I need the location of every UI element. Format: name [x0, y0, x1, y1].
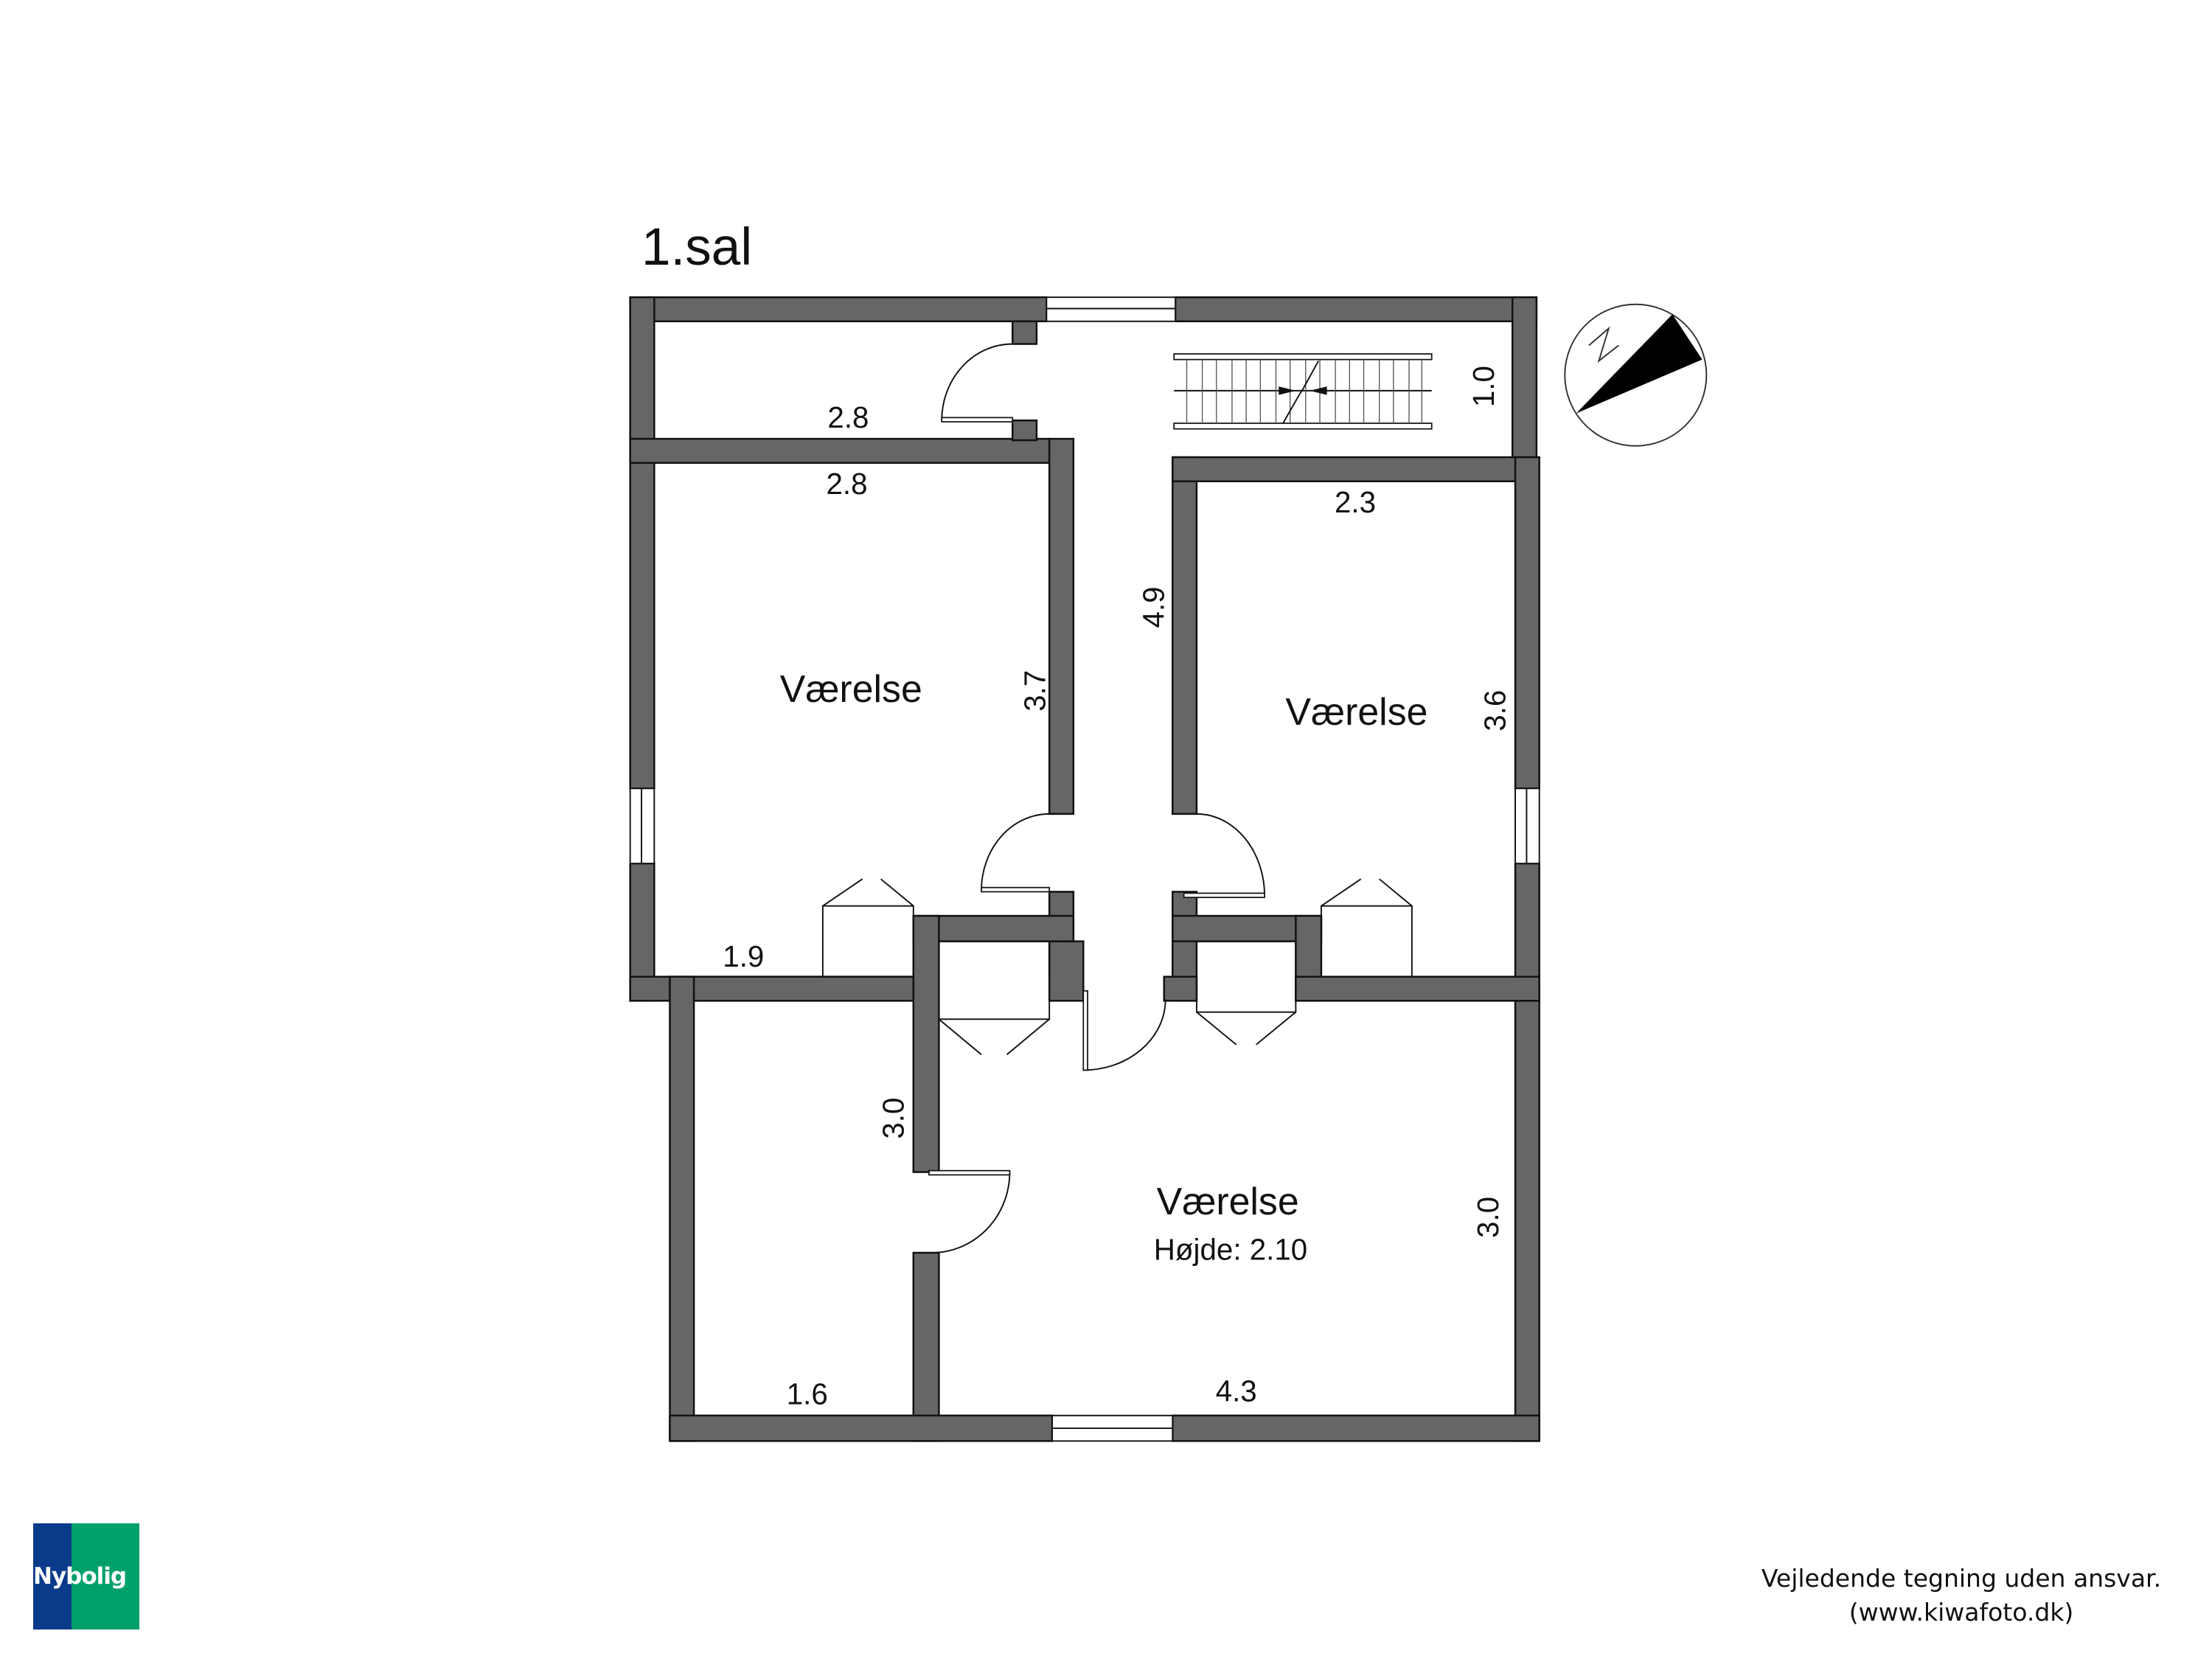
- disclaimer-line: Vejledende tegning uden ansvar.: [1761, 1564, 2162, 1593]
- dimension-label: 4.9: [1137, 587, 1171, 628]
- doors: [928, 343, 1266, 1253]
- disclaimer: Vejledende tegning uden ansvar. (www.kiw…: [1740, 1562, 2183, 1630]
- staircase: [1173, 353, 1433, 430]
- room-label: Værelse: [1157, 1180, 1299, 1222]
- room-label: Værelse: [1285, 690, 1427, 733]
- dimension-label: 3.6: [1478, 690, 1512, 731]
- logo-green-block: [72, 1523, 139, 1630]
- compass-icon: [1564, 303, 1708, 447]
- disclaimer-url: (www.kiwafoto.dk): [1848, 1598, 2074, 1627]
- dimension-label: 1.0: [1467, 366, 1500, 407]
- dimension-label: 2.8: [826, 467, 867, 501]
- logo-text: Nybolig: [33, 1563, 127, 1590]
- nybolig-logo: Nybolig: [33, 1523, 139, 1630]
- dimension-label: 2.3: [1335, 485, 1376, 519]
- walls: [629, 296, 1540, 1442]
- dimension-label: 1.6: [787, 1377, 828, 1411]
- windows: [629, 296, 1540, 1442]
- dimension-label: 3.0: [1471, 1197, 1505, 1238]
- logo-blue-block: [33, 1523, 72, 1630]
- closets: [821, 878, 1413, 1055]
- dimension-label: 1.9: [723, 939, 764, 973]
- dimension-label: 2.8: [827, 400, 869, 434]
- floor-title: 1.sal: [641, 218, 752, 276]
- room-height-label: Højde: 2.10: [1154, 1233, 1307, 1267]
- dimension-label: 3.7: [1018, 670, 1051, 712]
- dimension-label: 3.0: [876, 1098, 910, 1139]
- room-label: Værelse: [780, 667, 922, 710]
- dimension-label: 4.3: [1216, 1374, 1257, 1408]
